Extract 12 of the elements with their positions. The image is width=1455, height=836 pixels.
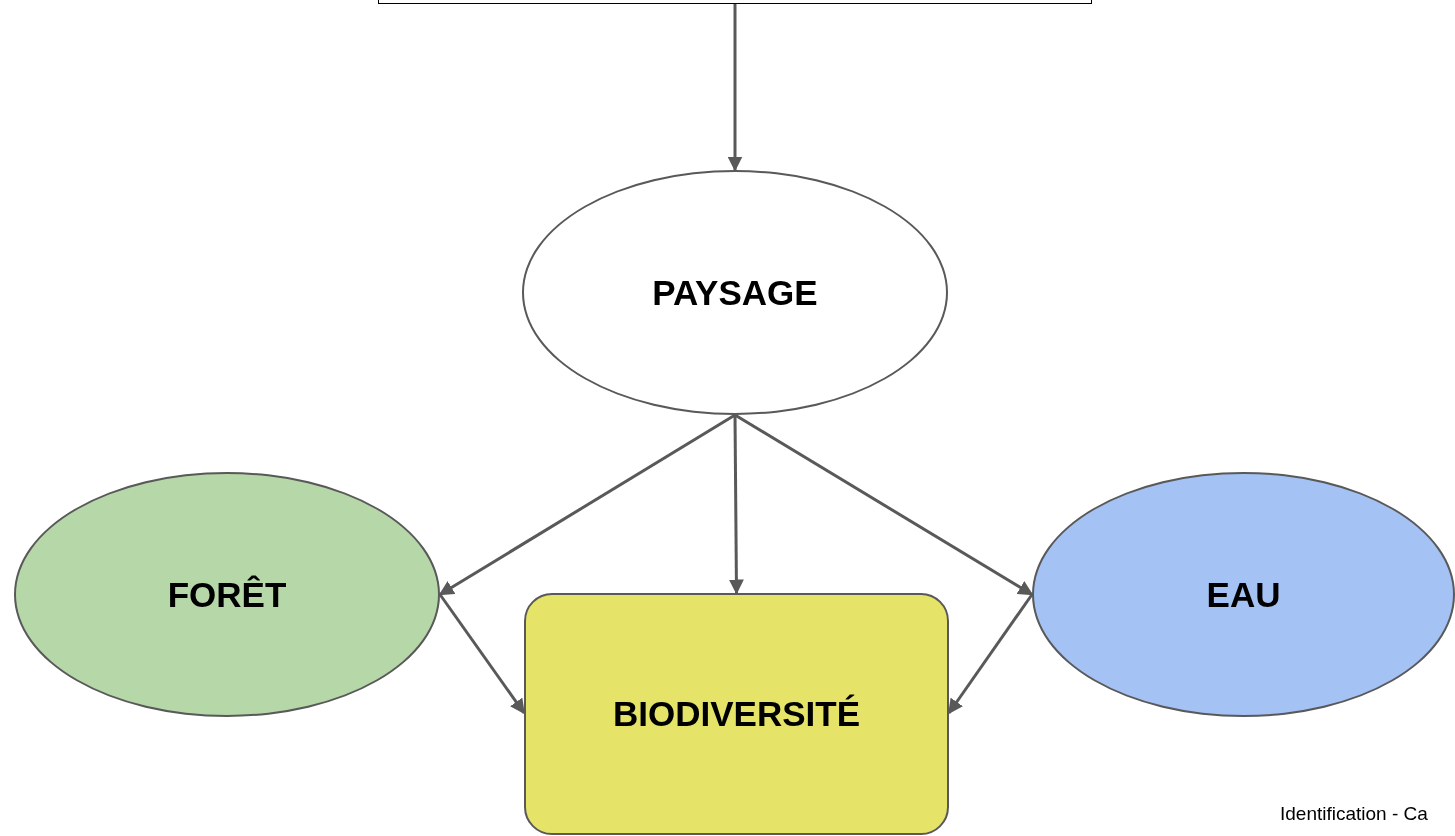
arrow xyxy=(728,415,744,595)
arrow xyxy=(734,413,1034,596)
arrow xyxy=(438,413,736,596)
node-label: PAYSAGE xyxy=(652,272,818,313)
footer-text: Identification - Ca xyxy=(1280,803,1428,825)
node-label: EAU xyxy=(1206,574,1281,615)
arrow xyxy=(438,593,526,715)
rounded-box xyxy=(524,593,949,835)
node-label: BIODIVERSITÉ xyxy=(613,694,860,734)
arrow xyxy=(947,593,1034,715)
arrow xyxy=(727,4,743,172)
node-label: FORÊT xyxy=(167,574,287,615)
